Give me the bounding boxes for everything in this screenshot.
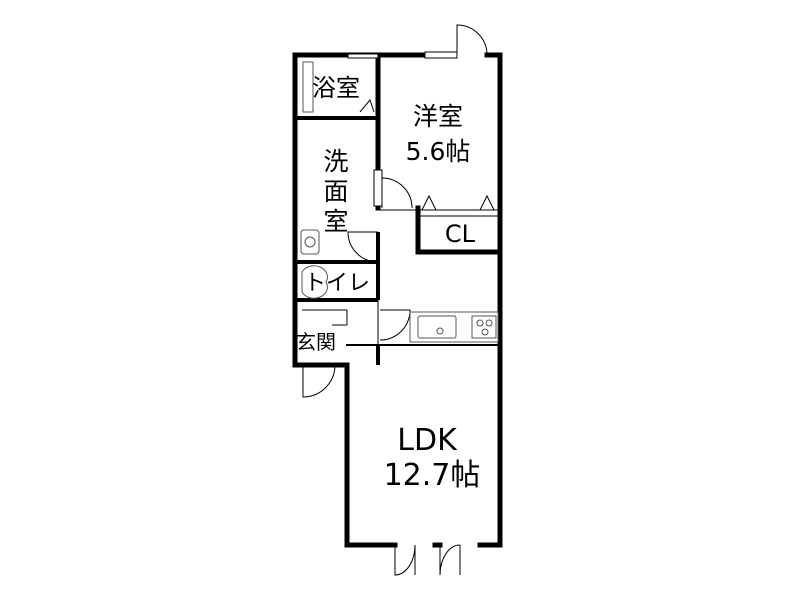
- ldk-name: LDK: [397, 423, 458, 458]
- washroom-label-2: 面: [323, 177, 348, 206]
- fixtures: [300, 61, 499, 343]
- ldk-size: 12.7帖: [384, 458, 481, 493]
- stove: [471, 315, 497, 339]
- door-arc-hall: [379, 309, 411, 341]
- room-labels: 浴室 洋室 5.6帖 洗 面 室 CL トイレ 玄関 LDK 12.7帖: [296, 74, 480, 493]
- fine-lines: [302, 209, 499, 345]
- door-arc-ldk-left: [394, 544, 416, 576]
- washroom-label-1: 洗: [323, 147, 348, 176]
- western-room-name: 洋室: [413, 102, 463, 131]
- entrance-label: 玄関: [296, 330, 336, 354]
- door-arc-washroom: [347, 231, 379, 263]
- doors: [302, 24, 495, 576]
- bath-label: 浴室: [312, 74, 360, 102]
- closet-label: CL: [445, 220, 476, 248]
- door-arc-western: [381, 177, 413, 209]
- door-arc-ldk-right: [439, 544, 461, 576]
- toilet-label: トイレ: [304, 271, 370, 296]
- door-arc-top: [456, 24, 488, 56]
- washroom-label-3: 室: [323, 207, 348, 236]
- kitchen-sink: [417, 315, 457, 339]
- toilet-bowl: [301, 265, 328, 299]
- door-arc-entrance: [302, 364, 336, 398]
- western-room-size: 5.6帖: [406, 137, 471, 166]
- kitchen-counter: [409, 311, 499, 343]
- wash-basin: [300, 229, 320, 255]
- bathtub: [302, 61, 314, 113]
